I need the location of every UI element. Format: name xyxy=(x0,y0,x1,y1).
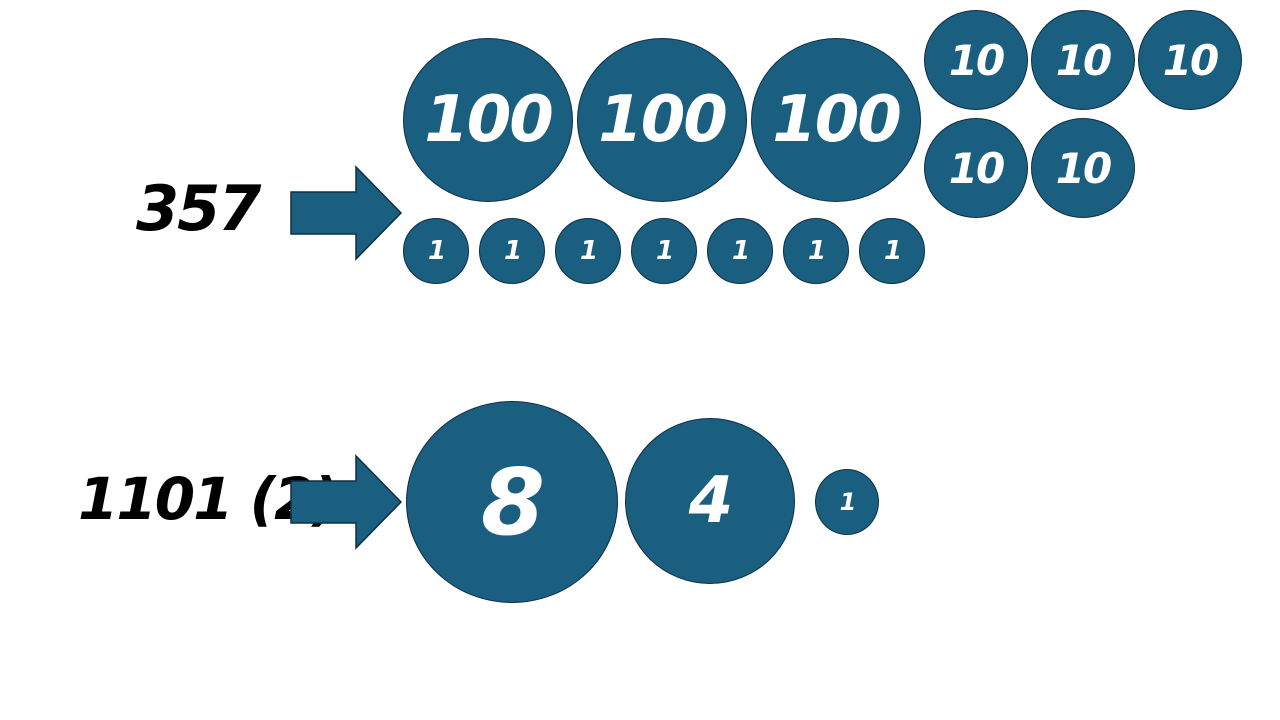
ones-chip: 1 xyxy=(631,218,697,284)
hundreds-chip: 100 xyxy=(403,38,573,202)
tens-chip: 10 xyxy=(924,118,1028,218)
ones-chip: 1 xyxy=(555,218,621,284)
tens-chip: 10 xyxy=(924,10,1028,110)
tens-chip: 10 xyxy=(1031,10,1135,110)
ones-chip: 1 xyxy=(403,218,469,284)
binary-fours-chip: 4 xyxy=(625,418,795,584)
ones-chip: 1 xyxy=(783,218,849,284)
hundreds-chip: 100 xyxy=(751,38,921,202)
binary-ones-chip: 1 xyxy=(815,469,879,535)
tens-chip: 10 xyxy=(1031,118,1135,218)
binary-eights-chip: 8 xyxy=(406,401,618,603)
decimal-arrow-icon xyxy=(290,165,403,261)
tens-chip: 10 xyxy=(1138,10,1242,110)
ones-chip: 1 xyxy=(479,218,545,284)
binary-arrow-icon xyxy=(290,454,403,550)
ones-chip: 1 xyxy=(859,218,925,284)
ones-chip: 1 xyxy=(707,218,773,284)
decimal-number-label: 357 xyxy=(136,172,261,245)
hundreds-chip: 100 xyxy=(577,38,747,202)
